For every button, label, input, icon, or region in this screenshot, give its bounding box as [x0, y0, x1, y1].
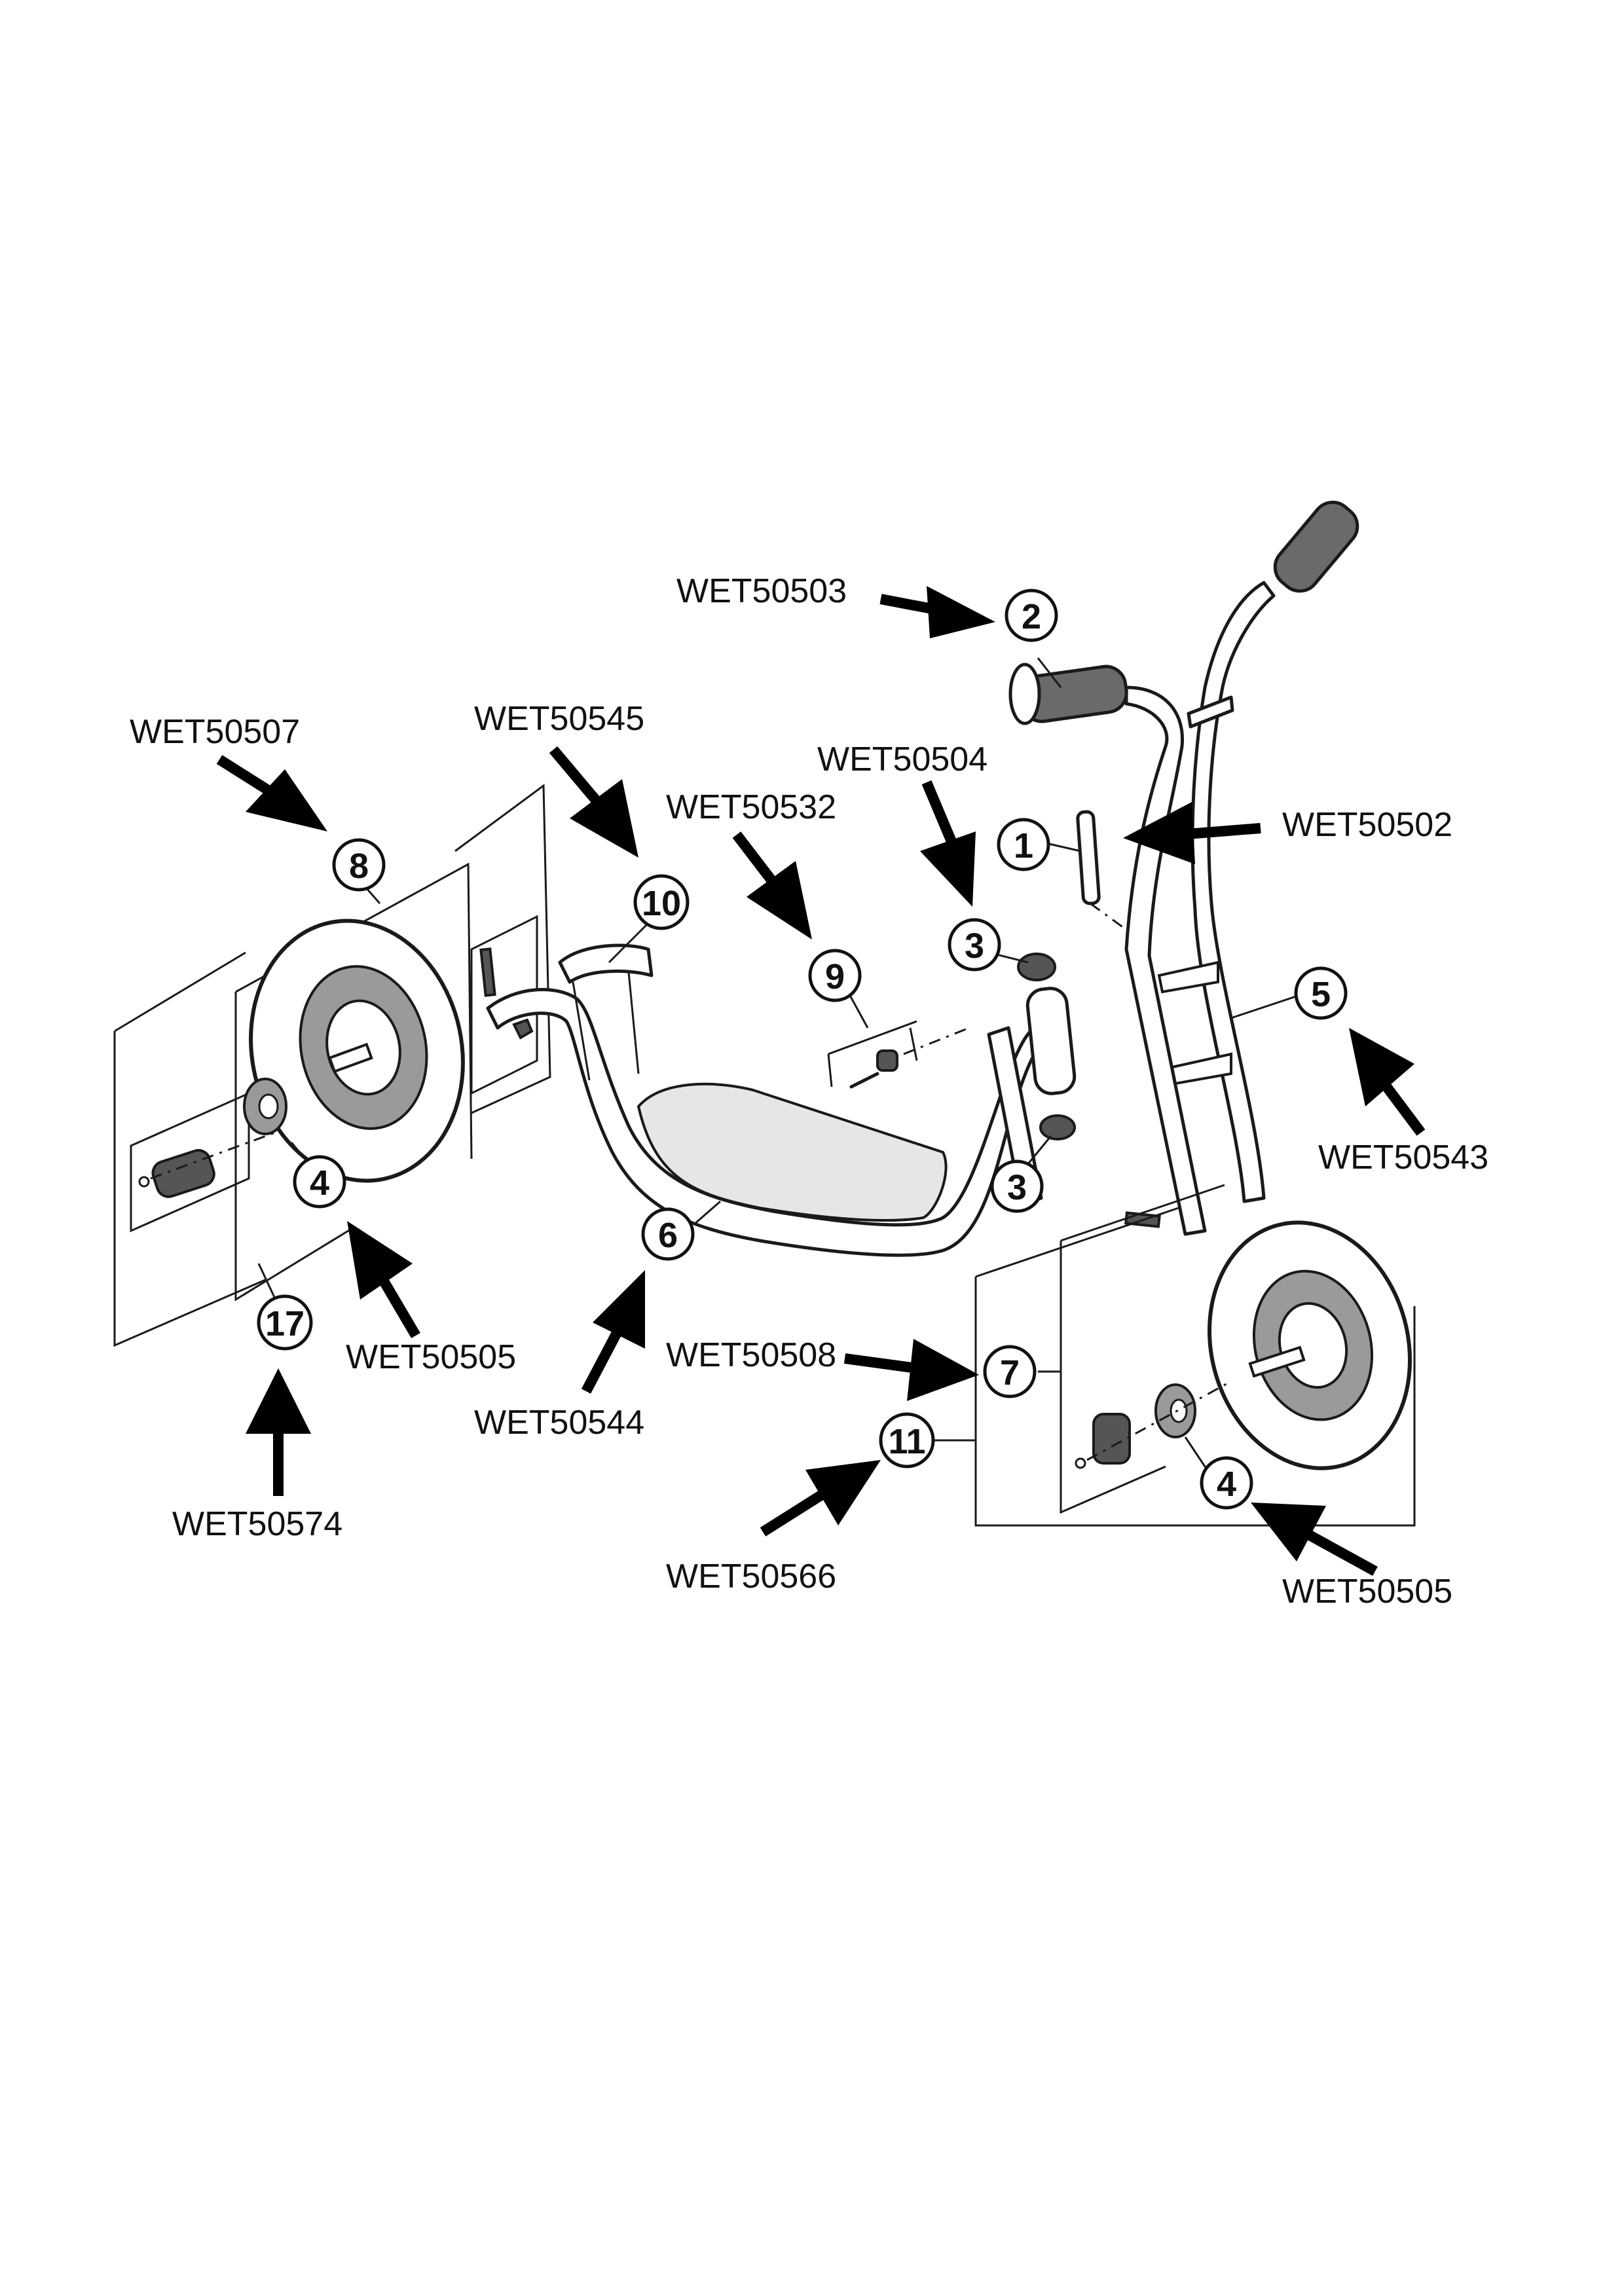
callout-1: 1 — [997, 818, 1050, 871]
label-wet50505-left: WET50505 — [346, 1338, 516, 1376]
callout-arrows — [216, 586, 1426, 1576]
callout-11: 11 — [879, 1412, 935, 1468]
bolt-icon — [479, 947, 496, 997]
fork-bar — [987, 1026, 1043, 1207]
label-wet50544: WET50544 — [474, 1404, 644, 1442]
lower-bearing-icon — [1039, 1114, 1076, 1140]
left-axle-icon — [327, 1042, 373, 1074]
svg-text:7: 7 — [1000, 1353, 1020, 1393]
rear-left-wheel-assembly — [113, 784, 551, 1347]
upper-bearing-icon — [1017, 953, 1056, 981]
callout-9: 9 — [808, 949, 862, 1002]
callout-5: 5 — [1294, 966, 1348, 1020]
arrow-wet50502 — [1123, 802, 1261, 864]
label-wet50502: WET50502 — [1282, 806, 1452, 844]
label-wet50505-right: WET50505 — [1282, 1573, 1452, 1611]
part-number-callouts: 2 1 3 3 5 8 10 9 4 6 17 7 11 4 — [257, 589, 1348, 1510]
column-brackets — [1157, 960, 1232, 1085]
footboard-deck — [637, 1082, 948, 1222]
head-tube — [1025, 987, 1077, 1095]
panel-17-top — [114, 951, 246, 1032]
steering-column — [1008, 500, 1359, 1236]
label-wet50504: WET50504 — [817, 740, 987, 778]
arrow-wet50566 — [760, 1460, 881, 1537]
arrow-wet50505-left — [347, 1221, 420, 1339]
nut-icon — [512, 1018, 534, 1040]
svg-text:8: 8 — [349, 847, 369, 886]
arrow-wet50543 — [1349, 1028, 1426, 1136]
crossbar-top — [1187, 695, 1234, 729]
hub-spring-icon — [151, 1149, 215, 1198]
svg-text:2: 2 — [1022, 597, 1041, 636]
bush-icon — [876, 1049, 898, 1072]
callout-10: 10 — [633, 874, 690, 930]
svg-text:3: 3 — [965, 926, 984, 966]
rear-fender — [558, 943, 654, 984]
arrow-wet50505-right — [1251, 1503, 1378, 1576]
svg-text:17: 17 — [265, 1304, 304, 1343]
label-wet50566: WET50566 — [666, 1558, 836, 1595]
part-code-labels: WET50503 WET50507 WET50545 WET50532 WET5… — [130, 572, 1488, 1611]
svg-text:11: 11 — [888, 1422, 925, 1461]
right-grip-icon — [1273, 500, 1359, 593]
arrow-wet50544 — [581, 1270, 645, 1394]
callout-3-upper: 3 — [948, 918, 1001, 972]
left-column-tube — [1124, 685, 1207, 1236]
label-wet50508: WET50508 — [666, 1336, 836, 1374]
front-wheel-assembly — [974, 1184, 1416, 1527]
svg-text:4: 4 — [310, 1163, 329, 1203]
callout-4-right: 4 — [1200, 1456, 1253, 1510]
arrow-wet50532 — [732, 831, 812, 939]
right-column-tube — [1190, 581, 1276, 1203]
panel-11-top — [975, 1207, 1179, 1278]
callout-3-lower: 3 — [990, 1159, 1044, 1213]
svg-text:6: 6 — [658, 1216, 678, 1255]
panel-7-outline — [1060, 1184, 1225, 1514]
arrow-wet50574 — [246, 1368, 311, 1496]
bush-box — [827, 1020, 918, 1087]
svg-text:5: 5 — [1311, 975, 1331, 1014]
panel-11-outline — [974, 1277, 1416, 1527]
front-hub-spring-icon — [1092, 1413, 1131, 1465]
arrow-wet50504 — [920, 780, 976, 907]
bolt-box — [470, 915, 538, 1095]
label-wet50503: WET50503 — [676, 572, 847, 610]
panel-17-outline — [113, 1031, 266, 1347]
hub-box — [130, 1091, 250, 1233]
callout-17: 17 — [257, 1294, 313, 1351]
arrow-wet50508 — [843, 1339, 979, 1401]
label-wet50507: WET50507 — [130, 713, 300, 751]
arrow-wet50545 — [549, 746, 638, 858]
front-axle-icon — [1248, 1345, 1306, 1378]
callout-6: 6 — [641, 1207, 695, 1261]
callout-4-left: 4 — [293, 1155, 346, 1209]
svg-text:10: 10 — [642, 884, 681, 923]
label-wet50545: WET50545 — [474, 700, 644, 738]
svg-text:1: 1 — [1014, 826, 1033, 866]
label-wet50532: WET50532 — [666, 788, 836, 826]
fender-stays — [572, 972, 640, 1081]
pin-icon — [1076, 810, 1101, 905]
svg-text:4: 4 — [1217, 1465, 1236, 1504]
panel-8-back — [454, 784, 551, 1114]
arrow-wet50503 — [879, 586, 995, 638]
label-wet50574: WET50574 — [172, 1505, 342, 1543]
callout-8: 8 — [332, 838, 386, 892]
label-wet50543: WET50543 — [1318, 1139, 1488, 1176]
footboard-frame — [486, 943, 1077, 1257]
svg-text:9: 9 — [825, 957, 845, 996]
callout-2: 2 — [1005, 589, 1058, 642]
callout-7: 7 — [983, 1345, 1037, 1398]
svg-text:3: 3 — [1007, 1168, 1027, 1207]
arrow-wet50507 — [216, 755, 327, 831]
